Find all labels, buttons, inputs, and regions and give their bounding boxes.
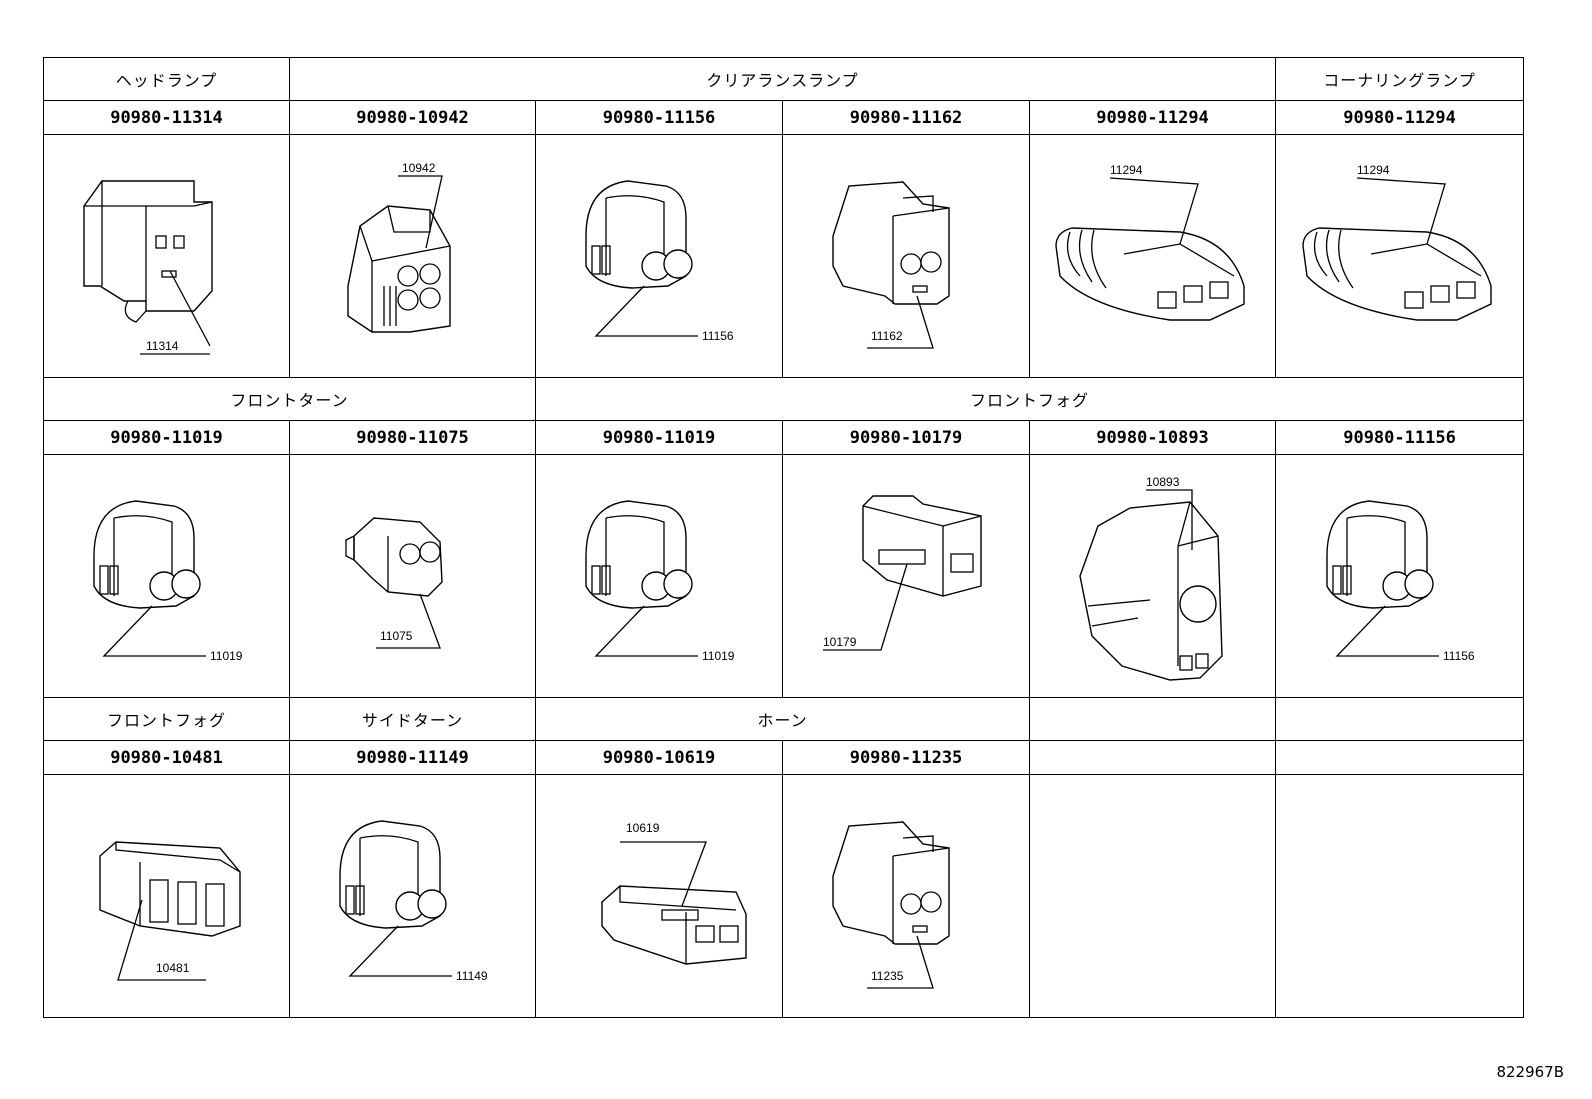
callout-label: 11314: [146, 339, 179, 353]
category-label: ホーン: [535, 696, 1030, 742]
category-label: フロントターン: [43, 376, 536, 422]
category-label: フロントフォグ: [534, 376, 1525, 422]
connector-drawing-cell: 11235: [782, 774, 1030, 1018]
connector-seal3-drawing: 11294: [1055, 163, 1245, 321]
connector-round2-drawing: 11149: [339, 820, 488, 983]
connector-block-drawing: 10179: [823, 495, 982, 651]
callout-label: 11149: [456, 969, 488, 983]
connector-round2-drawing: 11019: [585, 500, 735, 663]
category-label: クリアランスランプ: [288, 56, 1277, 102]
connector-quad-drawing: 10942: [347, 161, 451, 333]
connector-drawing-cell: 11156: [535, 134, 783, 378]
part-number: 90980-11235: [782, 740, 1030, 776]
connector-triple-drawing: 10481: [99, 841, 241, 981]
part-number: [1275, 740, 1525, 776]
connector-round2-drawing: 11156: [585, 180, 734, 343]
part-number: 90980-11019: [43, 420, 290, 456]
connector-flat-drawing: 10619: [601, 821, 747, 965]
drawing-number: 822967B: [1496, 1063, 1564, 1081]
connector-tall2-drawing: 11162: [832, 181, 950, 349]
category-row: フロントフォグサイドターンホーン: [43, 696, 1525, 742]
connector-large-drawing: 10893: [1079, 475, 1223, 681]
connector-drawing-cell: 11019: [43, 454, 290, 698]
callout-label: 11294: [1357, 163, 1390, 177]
callout-label: 11235: [871, 969, 904, 983]
part-number: 90980-11019: [535, 420, 783, 456]
connector-drawing-cell: 11294: [1275, 134, 1525, 378]
callout-label: 10179: [823, 635, 857, 649]
callout-label: 11294: [1110, 163, 1143, 177]
category-label: コーナリングランプ: [1275, 56, 1525, 102]
connector-drawing-cell: 11162: [782, 134, 1030, 378]
category-label: [1028, 696, 1277, 742]
category-row: ヘッドランプクリアランスランプコーナリングランプ: [43, 56, 1525, 102]
connector-drawing-cell: [1028, 774, 1277, 1018]
callout-label: 11019: [702, 649, 735, 663]
part-number: 90980-11075: [289, 420, 536, 456]
category-label: フロントフォグ: [43, 696, 290, 742]
category-label: ヘッドランプ: [43, 56, 290, 102]
part-number: 90980-10619: [535, 740, 783, 776]
connector-box-drawing: 11314: [83, 180, 213, 355]
connector-drawing-cell: 10893: [1028, 454, 1277, 698]
connector-image-row: 10481 11149 10619 11235: [43, 774, 1525, 1018]
callout-label: 11019: [210, 649, 243, 663]
callout-label: 11156: [1443, 649, 1475, 663]
connector-drawing-cell: 10619: [535, 774, 783, 1018]
connector-drawing-cell: 11294: [1028, 134, 1277, 378]
connector-drawing-cell: 10481: [43, 774, 290, 1018]
connector-drawing-cell: 10179: [782, 454, 1030, 698]
connector-tall2-drawing: 11235: [832, 821, 950, 989]
connector-round2-drawing: 11019: [93, 500, 243, 663]
part-number: 90980-11149: [289, 740, 536, 776]
part-number: 90980-10942: [289, 100, 536, 136]
callout-label: 10942: [402, 161, 436, 175]
callout-label: 10893: [1146, 475, 1180, 489]
connector-image-row: 11314 10942 11156 11162 11294: [43, 134, 1525, 378]
part-number: 90980-11162: [782, 100, 1030, 136]
category-row: フロントターンフロントフォグ: [43, 376, 1525, 422]
callout-label: 10619: [626, 821, 660, 835]
connector-drawing-cell: 11156: [1275, 454, 1525, 698]
connector-drawing-cell: 11149: [289, 774, 536, 1018]
callout-label: 11156: [702, 329, 734, 343]
part-number: [1028, 740, 1277, 776]
part-number: 90980-11314: [43, 100, 290, 136]
part-number: 90980-11156: [1275, 420, 1525, 456]
connector-image-row: 11019 11075 11019 10179 10893: [43, 454, 1525, 698]
category-label: [1275, 696, 1525, 742]
callout-label: 11075: [380, 629, 413, 643]
part-number: 90980-10893: [1028, 420, 1277, 456]
callout-label: 11162: [871, 329, 903, 343]
connector-drawing-cell: [1275, 774, 1525, 1018]
connector-drawing-cell: 11314: [43, 134, 290, 378]
part-number: 90980-11156: [535, 100, 783, 136]
connector-slim2-drawing: 11075: [345, 517, 443, 649]
callout-label: 10481: [156, 961, 190, 975]
part-number: 90980-11294: [1028, 100, 1277, 136]
connector-round2-drawing: 11156: [1325, 500, 1475, 663]
part-number: 90980-10179: [782, 420, 1030, 456]
connector-drawing-cell: 11075: [289, 454, 536, 698]
part-number: 90980-10481: [43, 740, 290, 776]
part-number: 90980-11294: [1275, 100, 1525, 136]
connector-drawing-cell: 10942: [289, 134, 536, 378]
connector-seal3-drawing: 11294: [1301, 163, 1492, 321]
connector-drawing-cell: 11019: [535, 454, 783, 698]
category-label: サイドターン: [289, 696, 536, 742]
